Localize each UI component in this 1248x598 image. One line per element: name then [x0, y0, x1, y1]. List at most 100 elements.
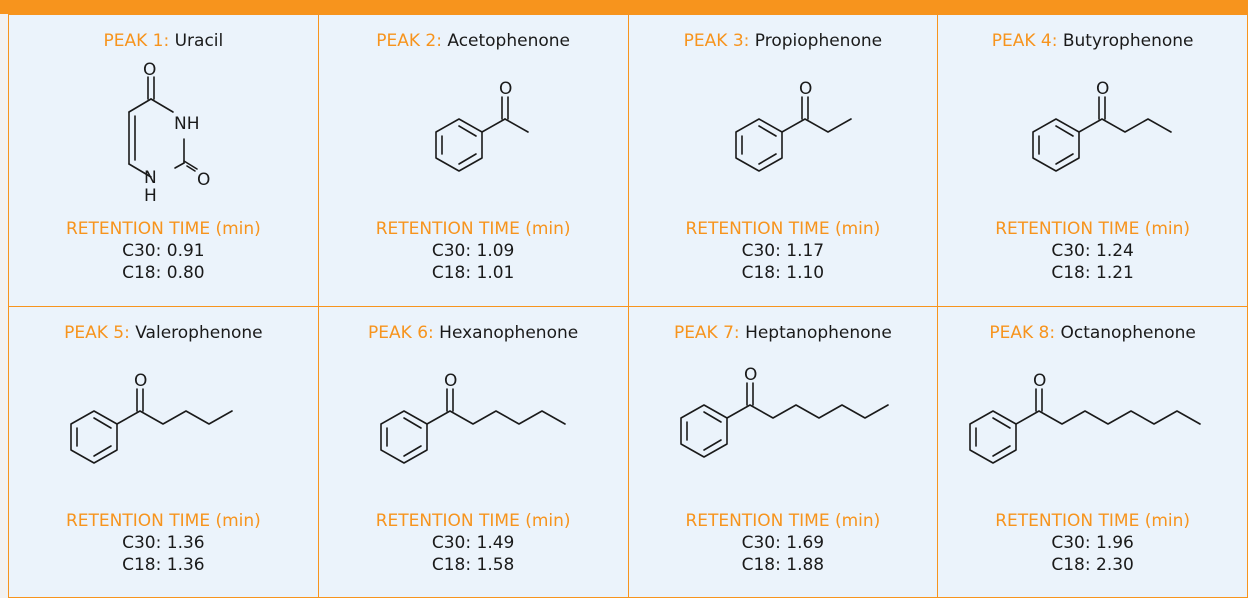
bond	[93, 416, 112, 429]
atom-nh: NH	[174, 114, 200, 134]
rt-label: RETENTION TIME	[65, 510, 211, 531]
peak-card-6: PEAK 6: Hexanophenone O RETENTION TIME (…	[318, 306, 629, 598]
peak-number: PEAK 3:	[683, 31, 750, 51]
atom-oxygen: O	[744, 365, 757, 385]
bond	[93, 444, 112, 457]
rt-c18: C18: 0.80	[122, 263, 205, 283]
rt-c18: C18: 1.88	[741, 554, 825, 575]
rt-unit: (min)	[215, 219, 261, 239]
peak-card-5: PEAK 5: Valerophenone O RETENTION TIME (…	[9, 306, 319, 598]
peak-card-8: PEAK 8: Octanophenone O RETENTION TIME (…	[938, 306, 1248, 598]
bond	[757, 153, 777, 165]
retention-times: RETENTION TIME (min) C30: 1.09 C18: 1.01	[319, 218, 628, 284]
peak-number: PEAK 7:	[673, 322, 740, 343]
compound-name: Butyrophenone	[1062, 31, 1194, 51]
bond	[186, 165, 196, 172]
atom-oxygen: O	[134, 371, 147, 391]
atom-h: H	[144, 186, 157, 206]
rt-c30: C30: 1.36	[122, 532, 205, 553]
bond	[1055, 153, 1075, 165]
bond	[503, 118, 529, 133]
bond	[183, 160, 198, 170]
rt-unit: (min)	[834, 510, 881, 531]
bond	[702, 410, 722, 423]
atom-oxygen: O	[444, 371, 457, 391]
peak-title: PEAK 8: Octanophenone	[938, 323, 1247, 343]
rt-unit: (min)	[215, 510, 261, 531]
rt-c30: C30: 1.49	[431, 532, 515, 553]
rt-c30: C30: 0.91	[122, 241, 205, 261]
compound-name: Heptanophenone	[745, 322, 892, 343]
alkyl-chain	[1078, 118, 1173, 133]
alkyl-chain	[780, 118, 852, 133]
compound-name: Acetophenone	[447, 31, 570, 51]
rt-label: RETENTION TIME	[995, 510, 1140, 531]
acetophenone-structure: O	[434, 79, 529, 172]
octanophenone-structure: O	[969, 371, 1202, 464]
peak-title: PEAK 6: Hexanophenone	[319, 323, 628, 343]
hexanophenone-structure: O	[379, 371, 566, 464]
peak-number: PEAK 4:	[991, 31, 1058, 51]
peak-title: PEAK 3: Propiophenone	[629, 31, 938, 51]
alkyl-chain	[1015, 409, 1202, 425]
rt-unit: (min)	[525, 510, 571, 531]
peak-card-1: PEAK 1: Uracil O NH N H O RETENTION TIME	[9, 15, 319, 307]
atom-n: N	[144, 168, 157, 188]
compound-name: Uracil	[174, 31, 224, 51]
uracil-structure: O NH N H O	[128, 60, 210, 206]
peak-card-7: PEAK 7: Heptanophenone O RETENTION TIME …	[628, 306, 939, 598]
bond	[992, 444, 1012, 457]
compound-name: Hexanophenone	[439, 322, 579, 343]
retention-times: RETENTION TIME (min) C30: 1.36 C18: 1.36	[9, 510, 318, 576]
rt-label: RETENTION TIME	[685, 219, 830, 239]
rt-unit: (min)	[834, 219, 881, 239]
peak-title: PEAK 2: Acetophenone	[319, 31, 628, 51]
rt-c30: C30: 1.24	[1051, 241, 1134, 261]
alkyl-chain	[425, 409, 566, 425]
rt-c30: C30: 1.17	[741, 241, 825, 261]
rt-c30: C30: 1.96	[1051, 532, 1134, 553]
peak-grid: PEAK 1: Uracil O NH N H O RETENTION TIME	[8, 14, 1248, 598]
rt-c18: C18: 1.01	[431, 263, 515, 283]
alkyl-chain	[725, 403, 889, 419]
bond	[702, 438, 722, 451]
rt-c18: C18: 1.21	[1051, 263, 1134, 283]
peak-title: PEAK 4: Butyrophenone	[938, 31, 1247, 51]
retention-times: RETENTION TIME (min) C30: 0.91 C18: 0.80	[9, 218, 318, 284]
bond	[402, 416, 422, 429]
peak-title: PEAK 7: Heptanophenone	[629, 323, 938, 343]
valerophenone-structure: O	[70, 371, 233, 464]
heptanophenone-structure: O	[679, 365, 889, 458]
rt-unit: (min)	[1144, 510, 1191, 531]
peak-title: PEAK 1: Uracil	[9, 31, 318, 51]
bond	[480, 118, 506, 133]
bond	[402, 444, 422, 457]
retention-times: RETENTION TIME (min) C30: 1.24 C18: 1.21	[938, 218, 1247, 284]
peak-number: PEAK 5:	[64, 322, 130, 343]
compound-name: Propiophenone	[754, 31, 883, 51]
rt-label: RETENTION TIME	[995, 219, 1140, 239]
bond	[128, 163, 152, 178]
compound-name: Valerophenone	[135, 322, 263, 343]
rt-label: RETENTION TIME	[375, 219, 520, 239]
rt-c18: C18: 1.10	[741, 263, 825, 283]
peak-card-2: PEAK 2: Acetophenone O RETENTION TIME (m…	[318, 15, 629, 307]
rt-c18: C18: 1.36	[122, 554, 205, 575]
bond	[457, 125, 477, 137]
atom-oxygen: O	[799, 79, 812, 99]
alkyl-chain	[116, 409, 233, 425]
rt-label: RETENTION TIME	[685, 510, 830, 531]
peak-card-4: PEAK 4: Butyrophenone O RETENTION TIME (…	[938, 15, 1248, 307]
retention-times: RETENTION TIME (min) C30: 1.17 C18: 1.10	[629, 218, 938, 284]
peak-number: PEAK 8:	[989, 322, 1056, 343]
peak-number: PEAK 6:	[368, 322, 434, 343]
bond	[128, 98, 152, 113]
rt-c30: C30: 1.69	[741, 532, 825, 553]
bond	[150, 98, 174, 113]
top-accent-bar	[0, 0, 1248, 14]
bond	[992, 416, 1012, 429]
peak-number: PEAK 1:	[103, 31, 170, 51]
rt-label: RETENTION TIME	[65, 219, 211, 239]
atom-oxygen: O	[1096, 79, 1109, 99]
rt-label: RETENTION TIME	[375, 510, 520, 531]
